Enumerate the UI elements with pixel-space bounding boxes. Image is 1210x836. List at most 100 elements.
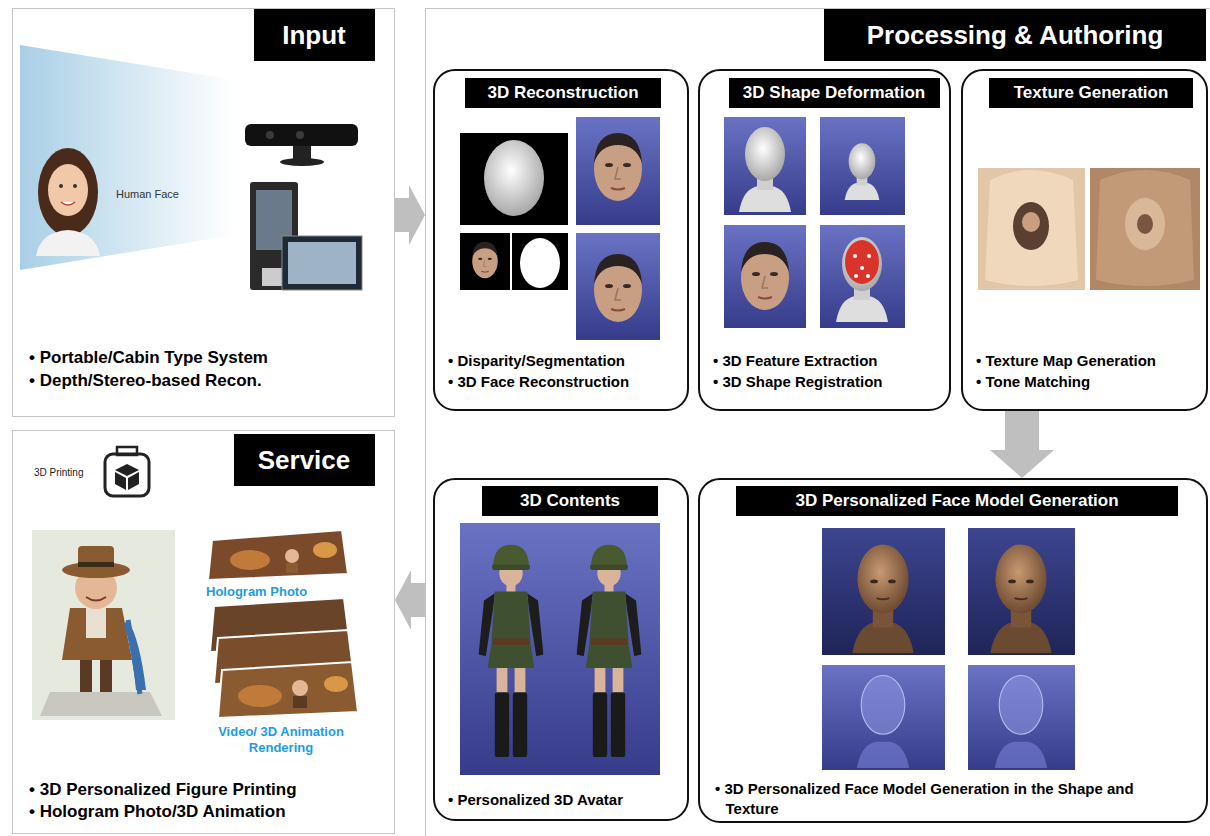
- animation-frames-image: [218, 662, 358, 718]
- hologram-photo-image: [285, 549, 299, 563]
- flow-arrow: [395, 570, 425, 630]
- texture-map-images: [1125, 198, 1165, 250]
- reconstruction-images: [460, 233, 510, 290]
- printer-icon: [105, 447, 149, 496]
- bullet-text: • Depth/Stereo-based Recon.: [29, 370, 389, 392]
- face-model-renders: [968, 528, 1075, 655]
- hologram-photo-image: [208, 530, 348, 580]
- depth-sensor-icon: [245, 124, 358, 166]
- printed-figure-photo: [86, 608, 106, 638]
- cabin-scanner-icon: [282, 236, 362, 290]
- reconstruction-images: [472, 242, 498, 278]
- human-face-photo: [38, 148, 98, 236]
- printer-icon: [117, 447, 137, 455]
- deformation-images: [820, 117, 905, 215]
- cabin-scanner-icon: [288, 242, 356, 284]
- reconstruction-images: [460, 117, 660, 340]
- printer-icon: [115, 472, 126, 490]
- avatar-render: [479, 545, 544, 757]
- deformation-images: [866, 274, 870, 278]
- process-box: Texture Generation• Texture Map Generati…: [961, 69, 1208, 411]
- service-label: Video/ 3D Animation Rendering: [192, 724, 370, 757]
- process-box: 3D Shape Deformation • 3D Feature Extract…: [698, 69, 951, 411]
- bullet-text: • Portable/Cabin Type System: [29, 347, 389, 369]
- face-model-renders: [968, 665, 1075, 770]
- image-label: Human Face: [116, 188, 206, 202]
- printed-figure-photo: [62, 608, 132, 660]
- bullet-text: • 3D Personalized Figure Printing: [29, 779, 389, 801]
- texture-map-images: [1096, 170, 1194, 286]
- bullet-text: • 3D Shape Registration: [713, 372, 948, 392]
- bullet-text: • 3D Feature Extraction: [713, 351, 948, 371]
- texture-map-images: [1137, 214, 1153, 234]
- printed-figure-photo: [124, 620, 146, 690]
- section-tab: 3D Contents: [482, 486, 658, 516]
- face-model-renders: [822, 665, 945, 770]
- reconstruction-images: [576, 233, 660, 340]
- section-tab: 3D Reconstruction: [465, 78, 661, 108]
- deformation-images: [739, 127, 791, 212]
- bullet-text: • Personalized 3D Avatar: [448, 790, 686, 810]
- process-box: 3D Contents • Personalized 3D Avatar: [433, 478, 689, 821]
- deformation-images: [836, 237, 888, 322]
- human-face-photo: [36, 148, 100, 256]
- reconstruction-images: [594, 133, 642, 201]
- avatar-render: [460, 523, 660, 775]
- bullet-text: • Hologram Photo/3D Animation: [29, 801, 389, 823]
- texture-map-images: [1013, 202, 1049, 250]
- animation-frames-image: [293, 696, 307, 708]
- face-model-renders: [822, 528, 1075, 770]
- deformation-images: [741, 242, 789, 310]
- human-face-photo: [48, 164, 88, 216]
- deformation-images: [853, 254, 857, 258]
- reconstruction-images: [512, 233, 568, 290]
- reconstruction-images: [484, 140, 544, 216]
- reconstruction-images: [520, 238, 560, 288]
- face-model-renders: [822, 528, 945, 655]
- bullet-text: • Tone Matching: [976, 372, 1204, 392]
- section-tab: Texture Generation: [989, 78, 1193, 108]
- face-model-renders: [990, 544, 1051, 653]
- avatar-render: [460, 523, 660, 775]
- hologram-photo-image: [208, 530, 348, 580]
- texture-map-images: [978, 168, 1085, 290]
- printed-figure-photo: [78, 546, 114, 570]
- bullet-text: • 3D Personalized Face Model Generation …: [715, 779, 1135, 818]
- printed-figure-photo: [40, 692, 162, 716]
- service-label: Hologram Photo: [206, 584, 356, 600]
- reconstruction-images: [576, 117, 660, 225]
- texture-map-images: [985, 170, 1078, 286]
- animation-frames-image: [210, 598, 358, 718]
- animation-frames-image: [292, 680, 308, 696]
- section-tab: 3D Shape Deformation: [729, 78, 940, 108]
- face-model-renders: [852, 544, 913, 653]
- depth-sensor-icon: [280, 158, 324, 166]
- stage-panel: Processing & Authoring3D Reconstruction•…: [425, 8, 1210, 836]
- deformation-images: [724, 117, 905, 328]
- icon-label: 3D Printing: [34, 467, 104, 480]
- human-face-photo: [59, 184, 63, 188]
- flow-arrow: [395, 185, 425, 245]
- deformation-images: [724, 225, 806, 328]
- depth-sensor-icon: [245, 124, 358, 146]
- printed-figure-photo: [78, 562, 114, 567]
- projection-illustration: [20, 45, 235, 270]
- deformation-images: [867, 254, 871, 258]
- animation-frames-image: [324, 676, 348, 692]
- deformation-images: [854, 274, 858, 278]
- human-face-photo: [61, 202, 75, 205]
- human-face-photo: [73, 184, 77, 188]
- depth-sensor-icon: [296, 131, 304, 139]
- stage-panel: Input• Portable/Cabin Type System• Depth…: [12, 8, 395, 417]
- deformation-images: [845, 143, 880, 200]
- hologram-photo-image: [286, 563, 298, 573]
- reconstruction-images: [594, 254, 642, 322]
- section-tab: 3D Personalized Face Model Generation: [736, 486, 1178, 516]
- face-model-renders: [857, 675, 909, 768]
- bullet-text: • 3D Face Reconstruction: [448, 372, 686, 392]
- avatar-render: [577, 545, 642, 757]
- animation-frames-image: [238, 685, 282, 707]
- deformation-images: [860, 266, 864, 270]
